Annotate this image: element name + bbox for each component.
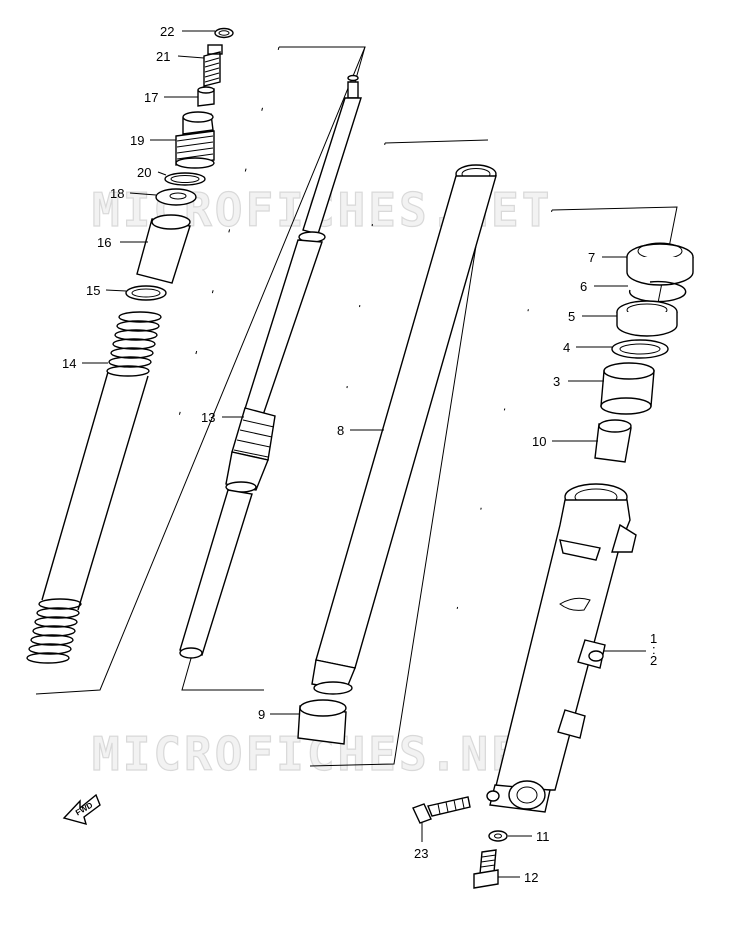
callout-20: 20 bbox=[137, 165, 151, 180]
callout-4: 4 bbox=[563, 340, 570, 355]
callout-13: 13 bbox=[201, 410, 215, 425]
callout-1: 1 bbox=[650, 631, 657, 646]
callout-8: 8 bbox=[337, 423, 344, 438]
callout-19: 19 bbox=[130, 133, 144, 148]
cap-o-ring-part bbox=[164, 172, 206, 186]
drain-gasket-part bbox=[488, 830, 508, 842]
svg-text::: : bbox=[652, 642, 656, 657]
axle-pinch-bolt-part bbox=[412, 796, 471, 824]
slide-bush-part bbox=[297, 699, 347, 745]
washer-part bbox=[155, 188, 197, 206]
fwd-arrow-icon: FWD bbox=[62, 793, 101, 826]
callout-14: 14 bbox=[62, 356, 76, 371]
seal-washer-part bbox=[611, 339, 669, 359]
oil-lock-piece-part bbox=[594, 419, 632, 463]
leader-lines bbox=[82, 30, 646, 878]
damper-rod-part bbox=[179, 74, 362, 659]
callout-7: 7 bbox=[588, 250, 595, 265]
dust-seal-part bbox=[626, 242, 694, 286]
o-ring-part bbox=[214, 27, 234, 39]
group-frame-inner-tube bbox=[309, 139, 489, 767]
callout-11: 11 bbox=[536, 829, 550, 844]
fork-cap-bolt-part bbox=[175, 111, 215, 169]
callout-21: 21 bbox=[156, 49, 170, 64]
callout-3: 3 bbox=[553, 374, 560, 389]
callout-9: 9 bbox=[258, 707, 265, 722]
spacer-tube-part bbox=[136, 214, 191, 284]
drain-bolt-part bbox=[473, 849, 499, 889]
callout-12: 12 bbox=[524, 870, 538, 885]
callout-6: 6 bbox=[580, 279, 587, 294]
stopper-ring-part bbox=[628, 280, 687, 303]
callout-5: 5 bbox=[568, 309, 575, 324]
guide-bush-part bbox=[600, 362, 655, 415]
callout-23: 23 bbox=[414, 846, 428, 861]
callout-22: 22 bbox=[160, 24, 174, 39]
spring-seat-part bbox=[125, 285, 167, 301]
outer-tube-part bbox=[486, 483, 637, 813]
fork-spring-part bbox=[26, 311, 162, 664]
inner-tube-part bbox=[311, 164, 497, 695]
adjuster-bolt-part bbox=[203, 44, 223, 87]
callout-15: 15 bbox=[86, 283, 100, 298]
group-frame-spring bbox=[35, 46, 366, 695]
callout-labels: 22 21 17 19 20 18 16 15 14 13 8 9 7 6 5 … bbox=[62, 24, 657, 885]
callout-16: 16 bbox=[97, 235, 111, 250]
spacer-part bbox=[197, 86, 215, 107]
oil-seal-part bbox=[616, 300, 678, 337]
callout-18: 18 bbox=[110, 186, 124, 201]
callout-17: 17 bbox=[144, 90, 158, 105]
callout-10: 10 bbox=[532, 434, 546, 449]
callout-2: 2 bbox=[650, 653, 657, 668]
